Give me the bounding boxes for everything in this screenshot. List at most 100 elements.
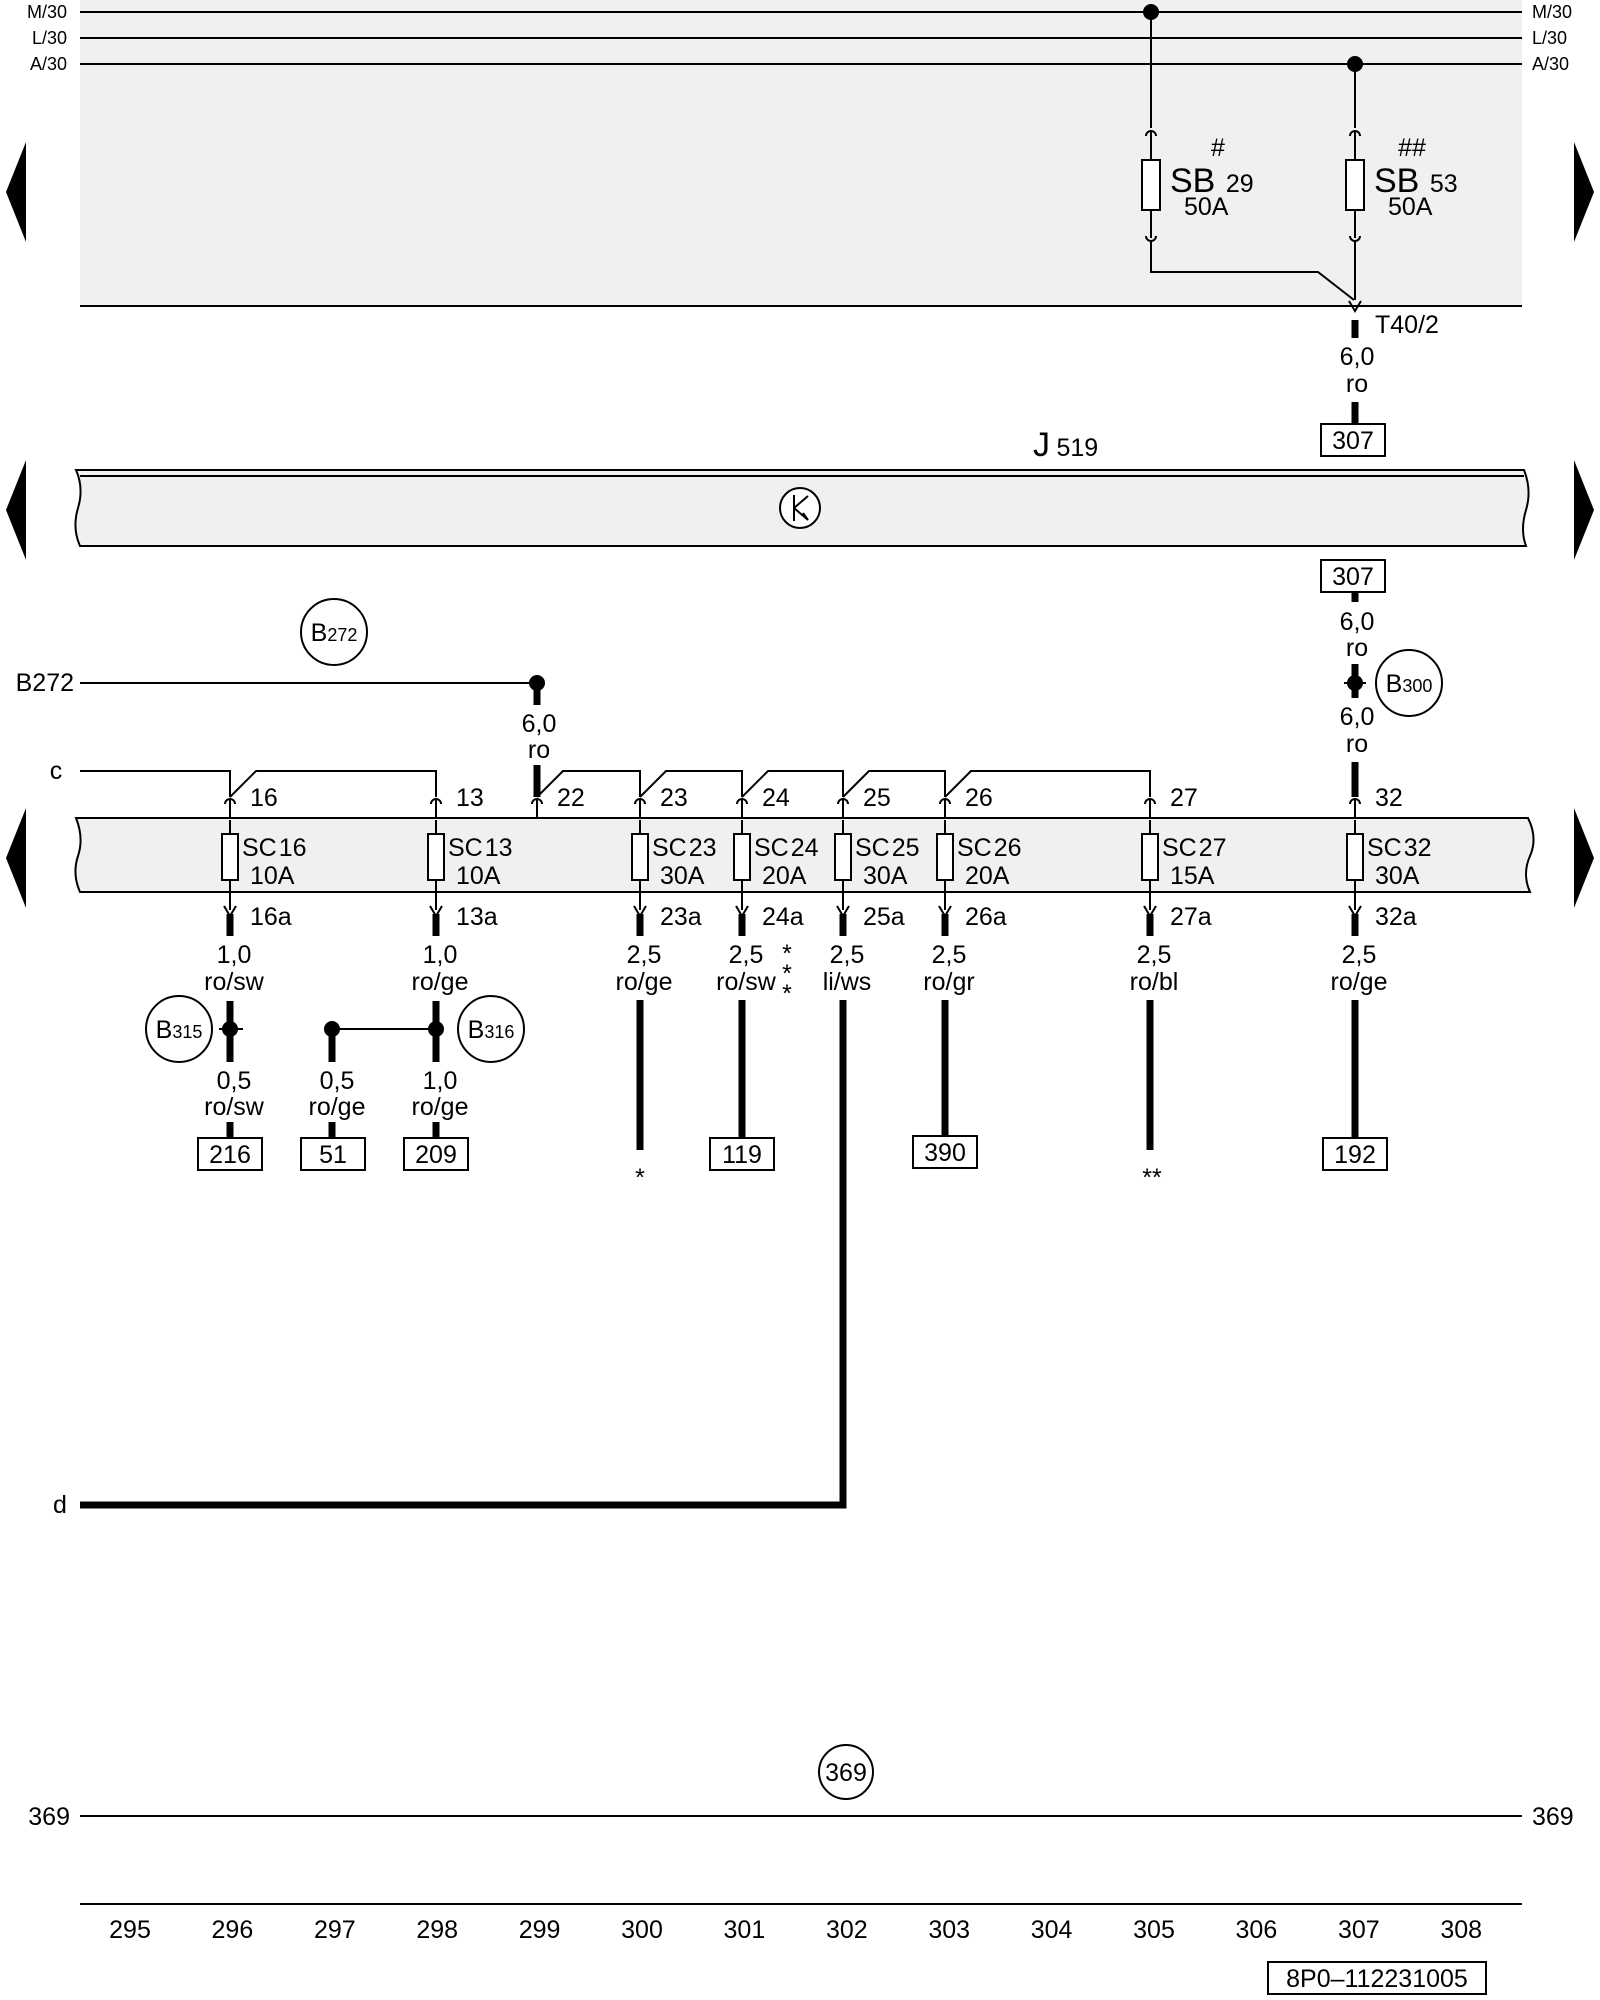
fuse-input-pin: 23 — [660, 784, 688, 812]
nav-arrow-left-icon[interactable] — [6, 142, 26, 242]
wire-bus — [741, 770, 844, 798]
column-number: 304 — [1031, 1916, 1073, 1944]
wire-lower-gauge: 1,0 — [423, 1067, 458, 1095]
fuse-out-wire-color: ro/ge — [1331, 968, 1388, 996]
wire-lower-gauge: 0,5 — [217, 1067, 252, 1095]
splice-b300-label[interactable]: B300 — [1386, 670, 1433, 698]
fuse-out-wire-color: ro/gr — [923, 968, 974, 996]
splice-b300-number: 300 — [1402, 676, 1432, 696]
fuse-output-pin: 16a — [250, 903, 292, 931]
column-number: 305 — [1133, 1916, 1175, 1944]
wire-lower-color: ro/sw — [204, 1093, 265, 1121]
fuse-sb29-icon — [1141, 159, 1161, 211]
wire-c — [80, 770, 231, 797]
wire-lower-color: ro/ge — [309, 1093, 366, 1121]
column-number: 307 — [1338, 1916, 1380, 1944]
fuse-out-wire-color: ro/sw — [716, 968, 777, 996]
fuse-contact — [736, 798, 748, 820]
ref-216[interactable]: 216 — [209, 1141, 251, 1169]
fuse-sc-label: SC26 — [957, 834, 1022, 862]
splice-b272-badge[interactable] — [300, 598, 368, 666]
ref-192[interactable]: 192 — [1334, 1141, 1376, 1169]
ref-390[interactable]: 390 — [924, 1139, 966, 1167]
ref-box-119[interactable] — [709, 1137, 775, 1171]
fuse-sc-label: SC24 — [754, 834, 819, 862]
splice-b316-label[interactable]: B316 — [468, 1016, 515, 1044]
fuse-sc-icon — [631, 833, 649, 881]
nav-arrow-right-icon[interactable] — [1574, 460, 1594, 560]
ref-box-51[interactable] — [300, 1137, 366, 1171]
fuse-sb29-mark: # — [1211, 134, 1225, 162]
splice-b315-badge[interactable] — [145, 995, 213, 1063]
ref-box-216[interactable] — [197, 1137, 263, 1171]
module-ground-symbol-icon — [779, 487, 821, 529]
fuse-input-pin: 24 — [762, 784, 790, 812]
fuse-sb53-rating: 50A — [1388, 193, 1433, 221]
ref-box-307-top[interactable] — [1320, 423, 1386, 457]
splice-b316-badge[interactable] — [457, 995, 525, 1063]
column-number: 299 — [519, 1916, 561, 1944]
fuse-contact — [430, 798, 442, 820]
nav-arrow-left-icon[interactable] — [6, 808, 26, 908]
nav-arrow-left-icon[interactable] — [6, 460, 26, 560]
column-number: 308 — [1440, 1916, 1482, 1944]
fuse-sc-label: SC27 — [1162, 834, 1227, 862]
column-number: 300 — [621, 1916, 663, 1944]
fuse-sc-number: 16 — [279, 834, 307, 862]
footnote-mark: ** — [1142, 1164, 1162, 1192]
fuse-sc-icon — [936, 833, 954, 881]
fuse-out-wire-gauge: 2,5 — [627, 941, 662, 969]
fuse-sb53-name: SB — [1374, 162, 1419, 200]
fuse-out-wire-gauge: 2,5 — [1342, 941, 1377, 969]
column-number: 297 — [314, 1916, 356, 1944]
connection-369-badge[interactable] — [818, 1744, 874, 1800]
wire-b300-upper-gauge: 6,0 — [1340, 608, 1375, 636]
fuse-sc-number: 23 — [689, 834, 717, 862]
fuse-sc-rating: 20A — [965, 862, 1010, 890]
connection-369-label[interactable]: 369 — [825, 1759, 867, 1787]
fuse-sc-number: 13 — [485, 834, 513, 862]
ref-209[interactable]: 209 — [415, 1141, 457, 1169]
fuse-contact — [837, 798, 849, 820]
column-number: 303 — [928, 1916, 970, 1944]
fuse-sc-rating: 30A — [863, 862, 908, 890]
fuse-sc-name: SC — [754, 834, 789, 862]
fuse-out-wire-color: ro/bl — [1130, 968, 1179, 996]
fuse-out-wire-color: li/ws — [823, 968, 872, 996]
fuse-holder-area — [80, 0, 1522, 306]
splice-b300-badge[interactable] — [1375, 649, 1443, 717]
splice-b272-letter: B — [311, 619, 328, 647]
line-369-right: 369 — [1532, 1803, 1574, 1831]
splice-b315-label[interactable]: B315 — [156, 1016, 203, 1044]
ref-box-209[interactable] — [403, 1137, 469, 1171]
label-c: c — [50, 757, 63, 785]
ref-307-top[interactable]: 307 — [1332, 427, 1374, 455]
fuse-sc-name: SC — [242, 834, 277, 862]
splice-b272-label[interactable]: B272 — [311, 619, 358, 647]
fuse-contact — [1349, 798, 1361, 820]
wire-b272-gauge: 6,0 — [522, 710, 557, 738]
fuse-sc-icon — [1141, 833, 1159, 881]
fuse-output-pin: 13a — [456, 903, 498, 931]
ref-307-bottom[interactable]: 307 — [1332, 563, 1374, 591]
ref-51[interactable]: 51 — [319, 1141, 347, 1169]
nav-arrow-right-icon[interactable] — [1574, 142, 1594, 242]
wire-b300-lower-color: ro — [1346, 730, 1368, 758]
nav-arrow-right-icon[interactable] — [1574, 808, 1594, 908]
ref-box-390[interactable] — [912, 1135, 978, 1169]
ref-box-192[interactable] — [1322, 1137, 1388, 1171]
fuse-sc-name: SC — [957, 834, 992, 862]
connector-t40-icon — [1348, 300, 1362, 313]
fuse-sc-rating: 20A — [762, 862, 807, 890]
label-d: d — [53, 1491, 67, 1519]
drawing-id: 8P0–112231005 — [1286, 1965, 1468, 1993]
module-ground-symbol-icon — [793, 495, 809, 521]
fuse-sc-number: 32 — [1404, 834, 1432, 862]
footnote-mark: * — [782, 960, 792, 988]
fuse-output-pin: 23a — [660, 903, 702, 931]
ref-119[interactable]: 119 — [722, 1141, 762, 1169]
fuse-input-pin: 32 — [1375, 784, 1403, 812]
rail-label-left-a30: A/30 — [30, 54, 67, 74]
